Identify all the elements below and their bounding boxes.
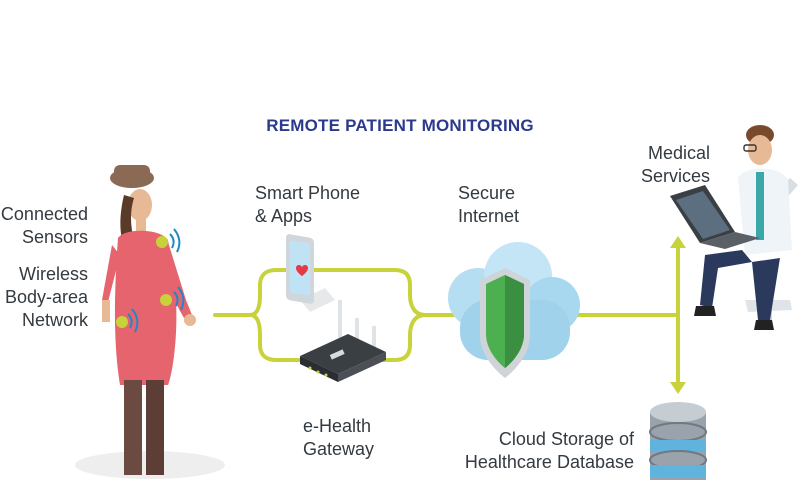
label-connected-sensors: Connected Sensors (0, 204, 88, 247)
label-medical-services: Medical Services (640, 143, 710, 186)
label-wireless-ban: Wireless Body-area Network (4, 264, 88, 330)
router-icon (300, 300, 386, 382)
doctor-laptop-icon (670, 125, 798, 330)
label-secure-internet: Secure Internet (458, 183, 520, 226)
diagram-title: REMOTE PATIENT MONITORING (266, 116, 534, 135)
connector-lines (213, 243, 680, 387)
patient-figure (75, 165, 225, 479)
smartphone-icon (286, 234, 335, 312)
arrow-up-icon (670, 236, 686, 248)
database-icon (649, 402, 707, 480)
arrow-down-icon (670, 382, 686, 394)
label-smart-phone: Smart Phone & Apps (255, 183, 361, 226)
label-ehealth-gateway: e-Health Gateway (303, 416, 375, 459)
label-cloud-storage: Cloud Storage of Healthcare Database (464, 429, 634, 472)
cloud-shield-icon (448, 242, 580, 378)
